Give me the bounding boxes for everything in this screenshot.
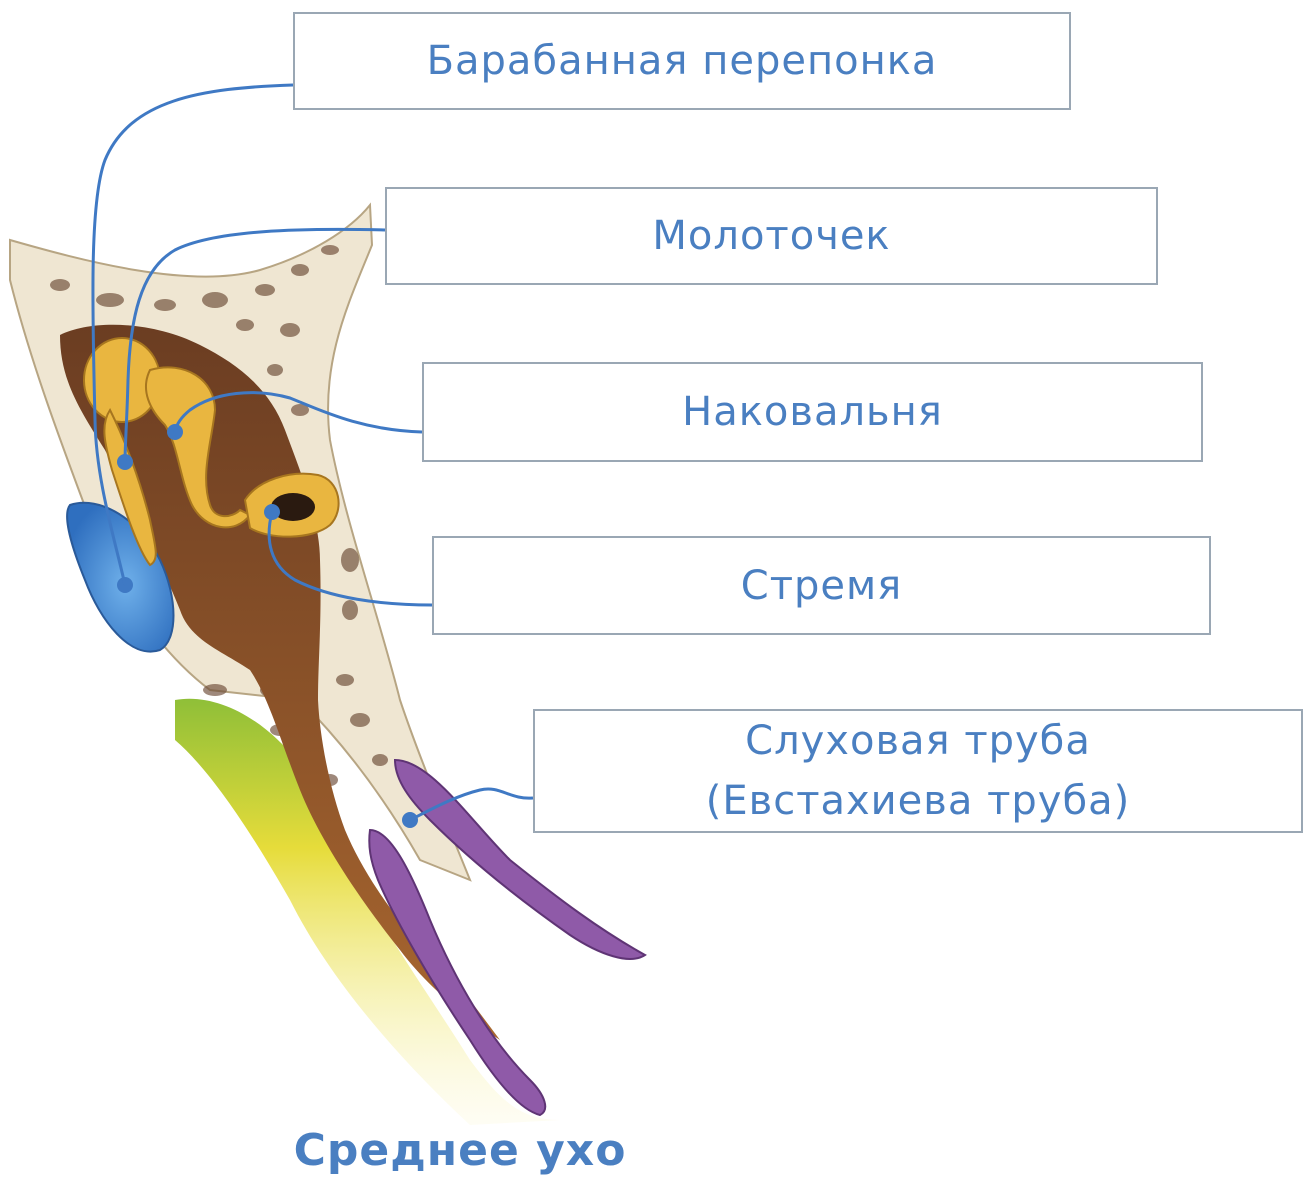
label-eardrum-text: Барабанная перепонка: [427, 31, 938, 91]
label-eardrum: Барабанная перепонка: [293, 12, 1071, 110]
diagram-caption: Среднее ухо: [290, 1125, 630, 1176]
label-tube-line1: Слуховая труба: [745, 711, 1091, 771]
label-tube-line2: (Евстахиева труба): [706, 771, 1130, 831]
label-malleus-text: Молоточек: [652, 206, 890, 266]
label-stapes-text: Стремя: [741, 556, 902, 616]
label-stapes: Стремя: [432, 536, 1211, 635]
label-malleus: Молоточек: [385, 187, 1158, 285]
label-incus-text: Наковальня: [682, 382, 943, 442]
label-eustachian-tube: Слуховая труба (Евстахиева труба): [533, 709, 1303, 833]
label-incus: Наковальня: [422, 362, 1203, 462]
